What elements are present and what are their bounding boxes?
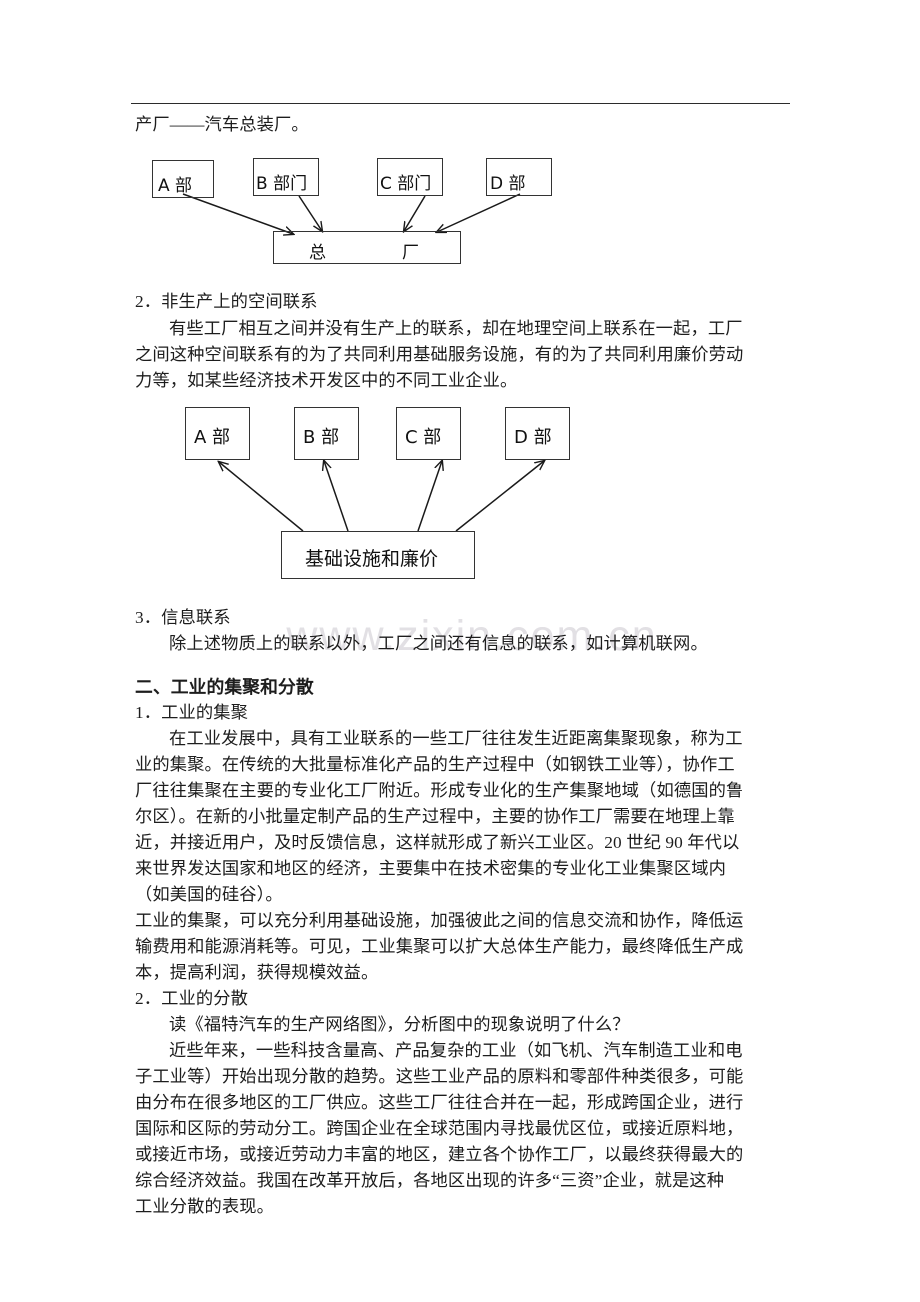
diagram-spatial-link: A 部 B 部 C 部 D 部 基础设施和廉价 bbox=[0, 0, 920, 600]
diagram2-label-a: A 部 bbox=[194, 427, 231, 448]
sub1-line-9: 输费用和能源消耗等。可见，工业集聚可以扩大总体生产能力，最终降低生产成 bbox=[135, 937, 744, 956]
section2-heading: 2．非生产上的空间联系 bbox=[135, 292, 318, 311]
sub2-line-2: 近些年来，一些科技含量高、产品复杂的工业（如飞机、汽车制造工业和电 bbox=[169, 1041, 743, 1060]
diagram2-label-b: B 部 bbox=[303, 427, 340, 448]
section-two-heading: 二、工业的集聚和分散 bbox=[135, 677, 314, 697]
sub2-line-7: 综合经济效益。我国在改革开放后，各地区出现的许多“三资”企业，就是这种 bbox=[135, 1171, 725, 1190]
diagram2-arrows bbox=[0, 0, 920, 532]
section-two-sub1-heading: 1．工业的集聚 bbox=[135, 703, 249, 722]
diagram2-label-d: D 部 bbox=[514, 427, 552, 448]
diagram1-box-d bbox=[486, 158, 552, 196]
diagram1-box-main-plant bbox=[273, 231, 461, 264]
diagram1-label-main-plant-right: 厂 bbox=[402, 243, 419, 263]
sub1-line-10: 本，提高利润，获得规模效益。 bbox=[135, 963, 379, 982]
sub1-line-5: 近，并接近用户，及时反馈信息，这样就形成了新兴工业区。20 世纪 90 年代以 bbox=[135, 833, 740, 852]
sub2-line-4: 由分布在很多地区的工厂供应。这些工厂往往合并在一起，形成跨国企业，进行 bbox=[135, 1093, 744, 1112]
diagram2-label-c: C 部 bbox=[405, 427, 442, 448]
sub1-line-2: 业的集聚。在传统的大批量标准化产品的生产过程中（如钢铁工业等），协作工 bbox=[135, 755, 735, 774]
diagram2-label-infrastructure: 基础设施和廉价 bbox=[305, 548, 439, 570]
diagram1-label-d: D 部 bbox=[490, 174, 526, 194]
sub1-line-4: 尔区）。在新的小批量定制产品的生产过程中，主要的协作工厂需要在地理上靠 bbox=[135, 807, 735, 826]
section3-heading: 3．信息联系 bbox=[135, 608, 231, 627]
diagram2-box-b bbox=[294, 407, 359, 460]
sub1-line-6: 来世界发达国家和地区的经济，主要集中在技术密集的专业化工业集聚区域内 bbox=[135, 859, 726, 878]
diagram1-box-b bbox=[253, 158, 319, 196]
diagram1-box-c bbox=[377, 158, 443, 196]
sub1-line-3: 厂往往集聚在主要的专业化工厂附近。形成专业化的生产集聚地域（如德国的鲁 bbox=[135, 781, 744, 800]
sub1-line-7: （如美国的硅谷）。 bbox=[135, 885, 283, 904]
diagram1-label-a: A 部 bbox=[158, 176, 193, 196]
section2-line-2: 之间这种空间联系有的为了共同利用基础服务设施，有的为了共同利用廉价劳动 bbox=[135, 345, 744, 364]
sub1-line-8: 工业的集聚，可以充分利用基础设施，加强彼此之间的信息交流和协作，降低运 bbox=[135, 911, 744, 930]
diagram1-label-main-plant-left: 总 bbox=[309, 243, 326, 263]
diagram-production-link: A 部 B 部门 C 部门 D 部 总 厂 bbox=[0, 0, 920, 280]
header-continuation-text: 产厂——汽车总装厂。 bbox=[135, 115, 309, 134]
section2-line-3: 力等，如某些经济技术开发区中的不同工业企业。 bbox=[135, 371, 518, 390]
diagram2-box-d bbox=[505, 407, 570, 460]
section-two-sub2-heading: 2．工业的分散 bbox=[135, 989, 249, 1008]
diagram1-arrows bbox=[182, 193, 521, 280]
sub2-line-1: 读《福特汽车的生产网络图》，分析图中的现象说明了什么？ bbox=[169, 1015, 630, 1034]
diagram2-box-c bbox=[396, 407, 461, 460]
sub2-line-8: 工业分散的表现。 bbox=[135, 1197, 275, 1216]
section3-line-1: 除上述物质上的联系以外，工厂之间还有信息的联系，如计算机联网。 bbox=[169, 634, 708, 653]
sub1-line-1: 在工业发展中，具有工业联系的一些工厂往往发生近距离集聚现象，称为工 bbox=[169, 729, 743, 748]
sub2-line-6: 或接近市场，或接近劳动力丰富的地区，建立各个协作工厂，以最终获得最大的 bbox=[135, 1145, 744, 1164]
section2-line-1: 有些工厂相互之间并没有生产上的联系，却在地理空间上联系在一起，工厂 bbox=[169, 319, 743, 338]
header-divider bbox=[131, 103, 790, 104]
sub2-line-3: 子工业等）开始出现分散的趋势。这些工业产品的原料和零部件种类很多，可能 bbox=[135, 1067, 744, 1086]
diagram1-label-c: C 部门 bbox=[380, 174, 432, 194]
sub2-line-5: 国际和区际的劳动分工。跨国企业在全球范围内寻找最优区位，或接近原料地， bbox=[135, 1119, 744, 1138]
diagram2-box-infrastructure bbox=[281, 531, 475, 579]
diagram1-label-b: B 部门 bbox=[256, 174, 308, 194]
diagram1-box-a bbox=[152, 160, 214, 198]
diagram2-box-a bbox=[185, 407, 250, 460]
